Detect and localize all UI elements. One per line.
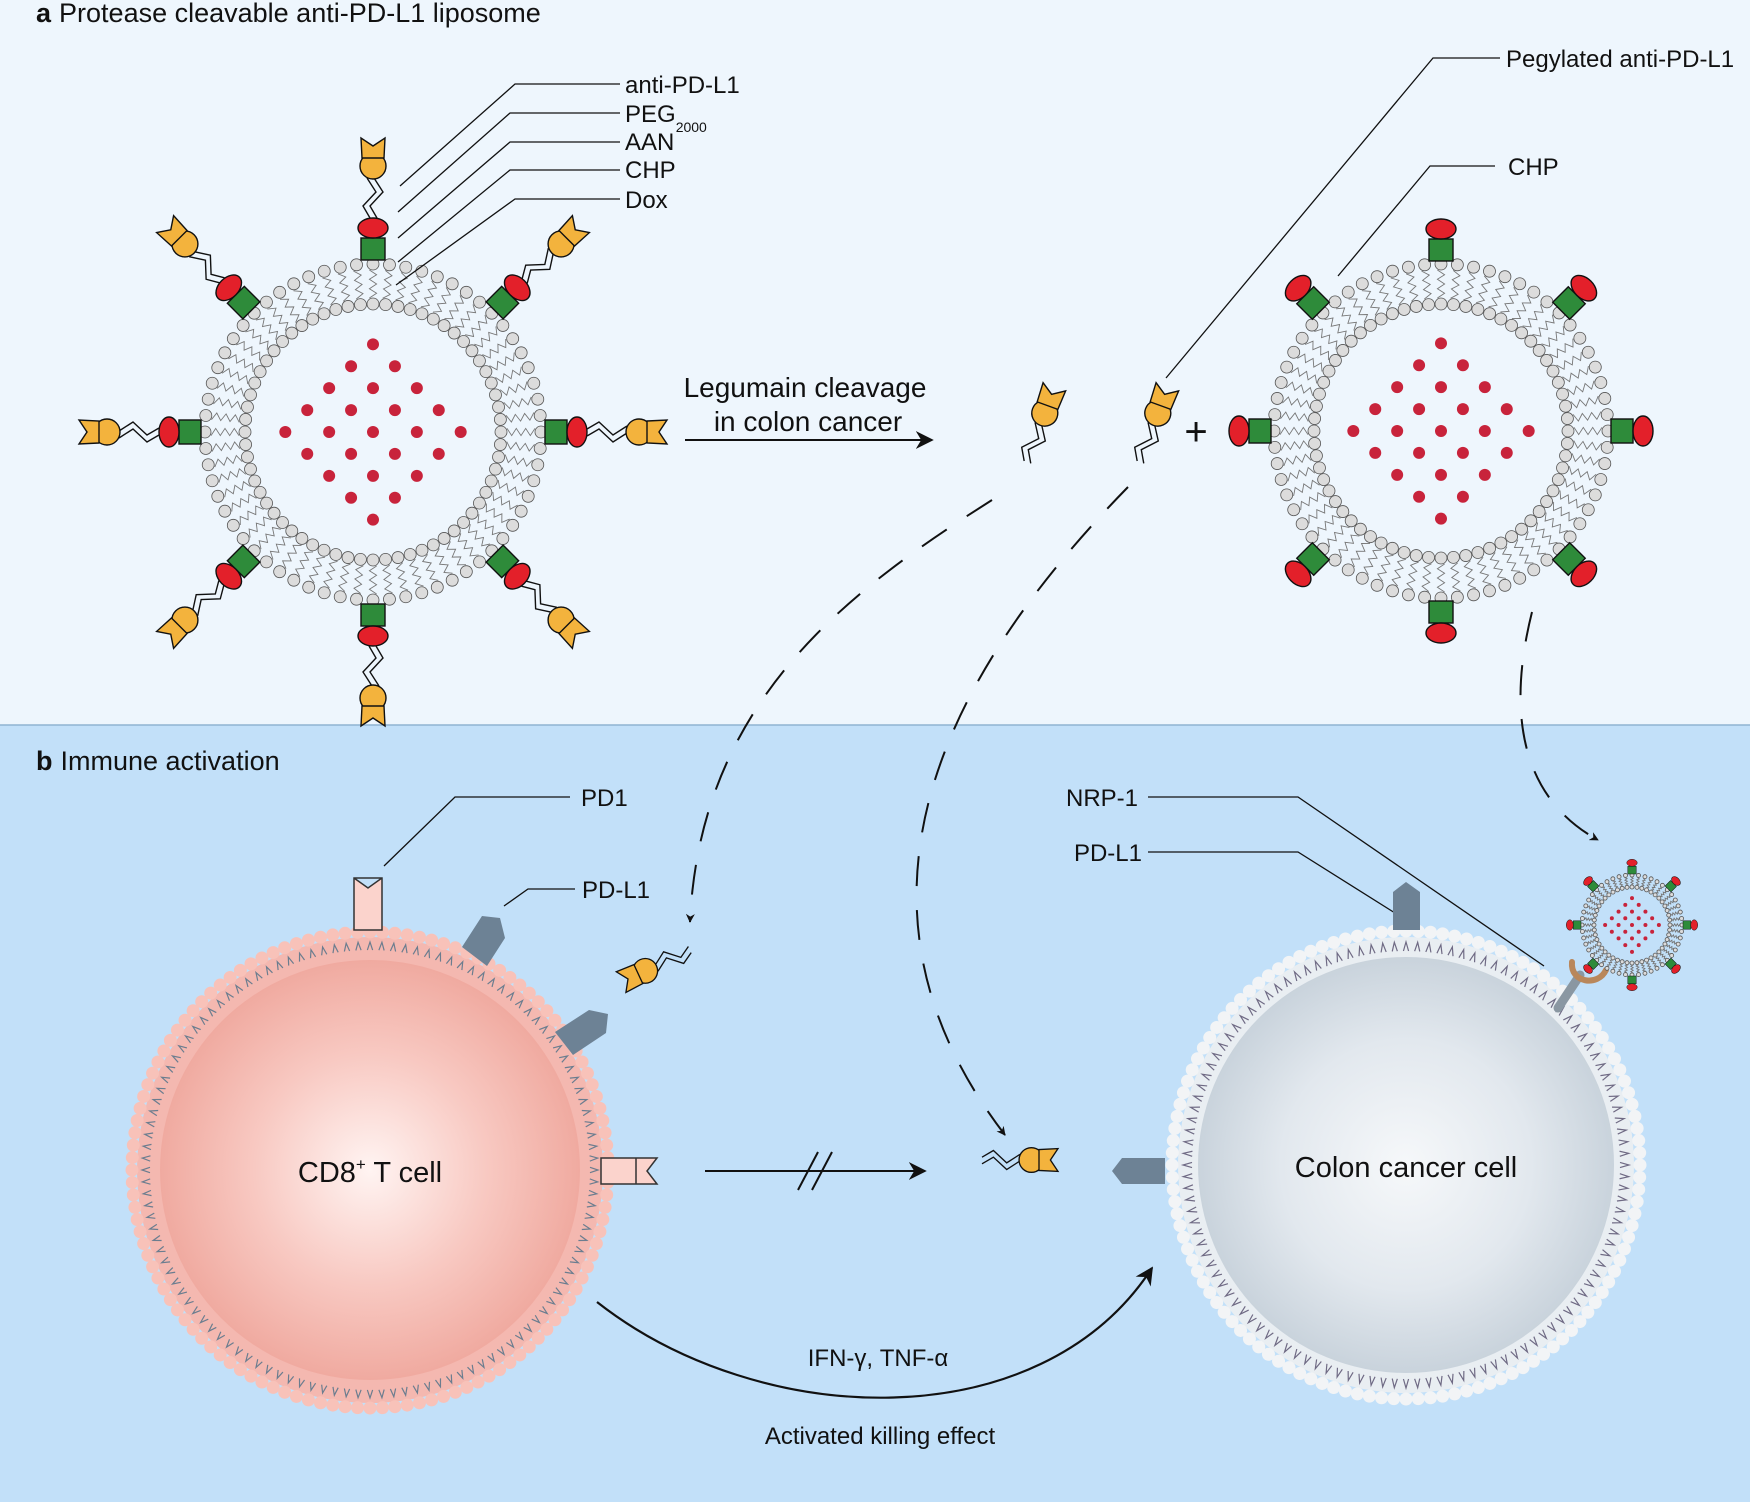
killing-effect-arrow [596, 1266, 1153, 1399]
colon-cancer-cell [1165, 924, 1647, 1406]
label-chp-right: CHP [1508, 154, 1559, 181]
blocked-signal-arrow [705, 1151, 927, 1191]
pdl1-on-cancer-top [1393, 882, 1420, 930]
right-callouts [1165, 57, 1500, 379]
label-pdl1-left: PD-L1 [582, 877, 650, 904]
cleavage-label-line1: Legumain cleavage [684, 372, 927, 403]
pdl1-on-tcell [462, 916, 505, 966]
pdl1-on-cancer-left [1112, 1158, 1165, 1184]
chp-liposome [1228, 218, 1654, 644]
chp-liposome-bound [1566, 859, 1698, 991]
anti-pdl1-bound-tcell [614, 946, 692, 994]
liposome-component-callouts [395, 83, 620, 286]
cytokines-label: IFN-γ, TNF-α [808, 1345, 949, 1372]
nrp1-receptor [1553, 959, 1609, 1013]
plus-sign: + [1184, 410, 1207, 454]
cancer-cell-label: Colon cancer cell [1295, 1152, 1517, 1184]
label-aan: AAN [625, 129, 674, 156]
label-chp: CHP [625, 157, 676, 184]
anti-pdl1-blocking [981, 1146, 1060, 1174]
label-anti-pdl1: anti-PD-L1 [625, 72, 740, 99]
panel-b-callouts [383, 796, 1545, 967]
killing-effect-label: Activated killing effect [765, 1423, 996, 1450]
cleavage-label-line2: in colon cancer [714, 406, 902, 437]
tcell-label: CD8+ T cell [298, 1155, 442, 1189]
pd1-receptor-right [600, 1157, 659, 1185]
label-peg2000: PEG2000 [625, 101, 707, 135]
pdl1-on-tcell-bound [555, 1010, 608, 1055]
label-dox: Dox [625, 187, 668, 214]
released-anti-pdl1 [1020, 381, 1067, 464]
released-anti-pdl1 [1133, 381, 1180, 464]
dashed-trajectories [685, 486, 1599, 1136]
label-pegylated-anti-pdl1: Pegylated anti-PD-L1 [1506, 46, 1734, 73]
protease-cleavable-liposome [77, 136, 669, 728]
label-pdl1-right: PD-L1 [1074, 840, 1142, 867]
label-pd1: PD1 [581, 785, 628, 812]
pd1-receptor-top [353, 877, 383, 931]
label-nrp1: NRP-1 [1066, 785, 1138, 812]
